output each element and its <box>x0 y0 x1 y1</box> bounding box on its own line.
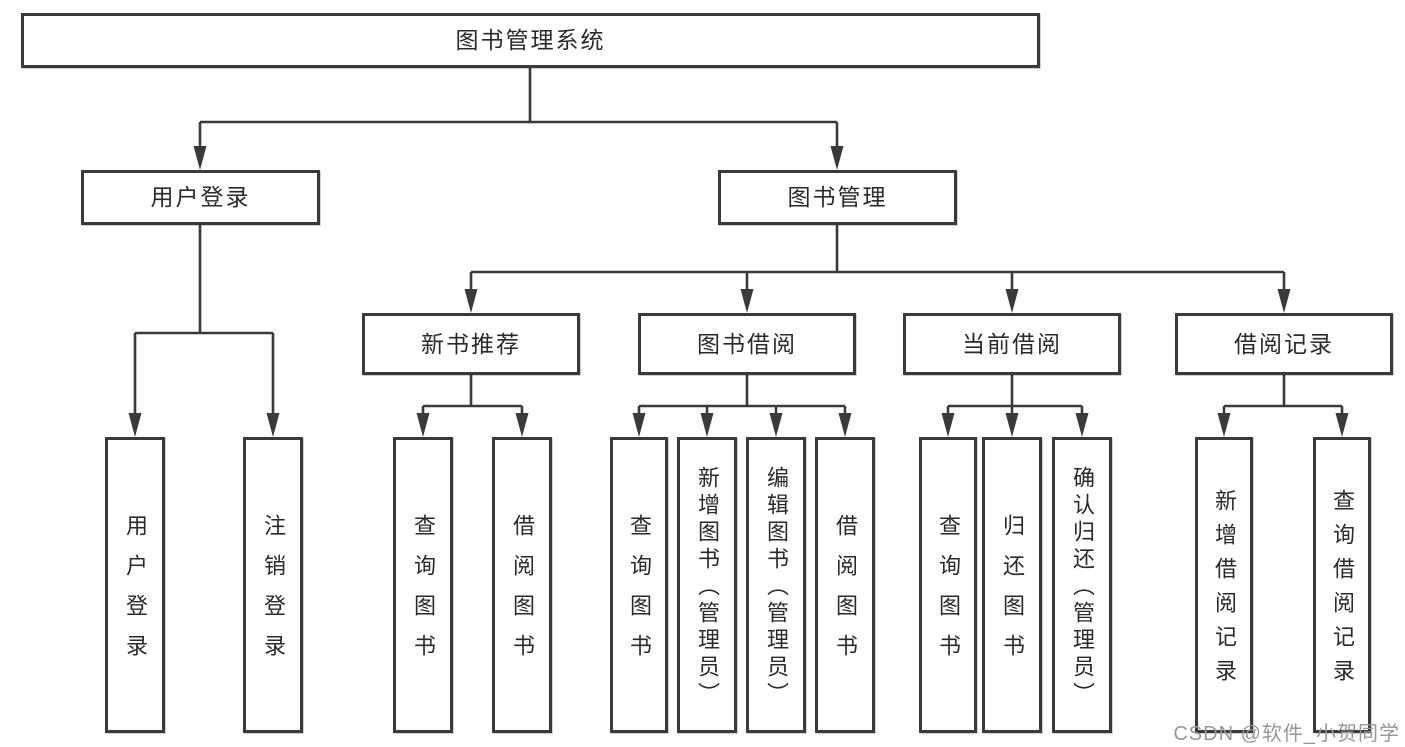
leaf-edit-book-admin: 编辑图书（管理员） <box>746 437 806 733</box>
leaf-borrow-books-recommend: 借阅图书 <box>492 437 552 733</box>
leaf-borrow-books-borrowing: 借阅图书 <box>815 437 875 733</box>
node-borrowing-records: 借阅记录 <box>1175 313 1393 375</box>
node-current-borrowing: 当前借阅 <box>903 313 1121 375</box>
leaf-query-books-current: 查询图书 <box>919 437 977 733</box>
node-library-system-root: 图书管理系统 <box>21 13 1040 68</box>
leaf-query-borrow-record: 查询借阅记录 <box>1313 437 1371 733</box>
leaf-query-books-recommend: 查询图书 <box>393 437 453 733</box>
node-user-login: 用户登录 <box>81 170 320 225</box>
node-book-borrowing: 图书借阅 <box>638 313 856 375</box>
leaf-return-books: 归还图书 <box>982 437 1042 733</box>
watermark-text: CSDN @软件_小贺同学 <box>1173 723 1400 745</box>
leaf-user-login: 用户登录 <box>105 437 165 733</box>
leaf-logout: 注销登录 <box>243 437 303 733</box>
leaf-add-borrow-record: 新增借阅记录 <box>1195 437 1253 733</box>
leaf-query-books-borrowing: 查询图书 <box>610 437 668 733</box>
node-new-book-recommendation: 新书推荐 <box>362 313 580 375</box>
leaf-add-book-admin: 新增图书（管理员） <box>677 437 737 733</box>
leaf-confirm-return-admin: 确认归还（管理员） <box>1052 437 1112 733</box>
node-book-management: 图书管理 <box>718 170 957 225</box>
